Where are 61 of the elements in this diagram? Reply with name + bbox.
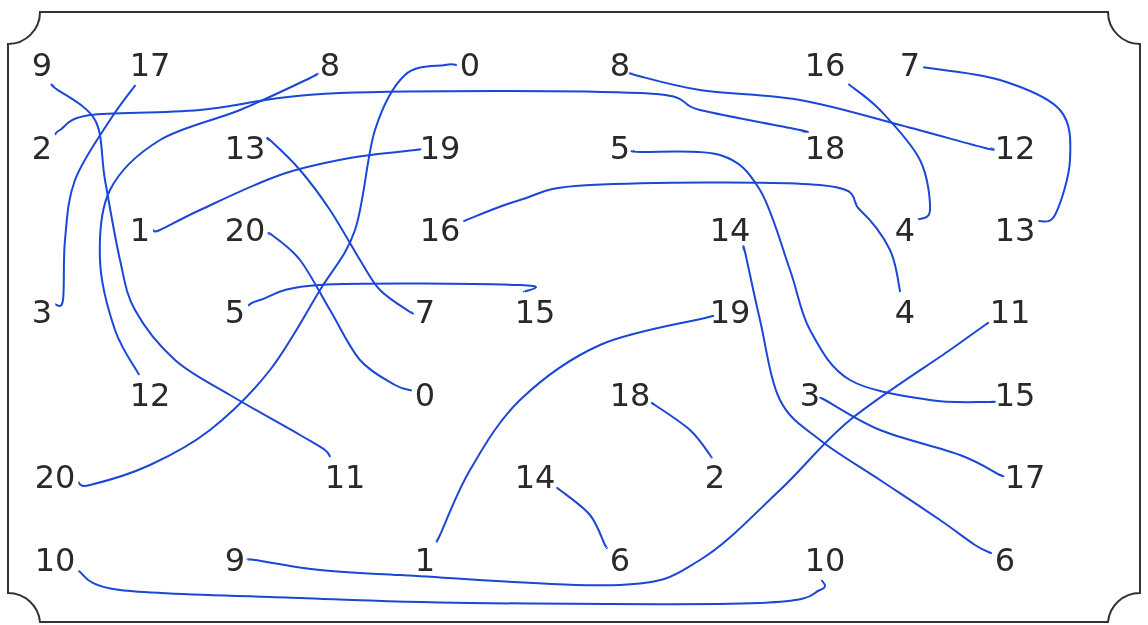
number-label: 6 bbox=[993, 542, 1017, 578]
number-label: 12 bbox=[993, 130, 1037, 166]
number-label: 7 bbox=[898, 47, 922, 83]
number-label: 17 bbox=[128, 47, 172, 83]
connector-line bbox=[267, 231, 413, 392]
number-label: 15 bbox=[993, 377, 1037, 413]
number-label: 8 bbox=[318, 47, 342, 83]
connector-line bbox=[630, 149, 996, 404]
number-label: 0 bbox=[413, 377, 437, 413]
connector-line bbox=[247, 282, 537, 307]
number-label: 2 bbox=[30, 130, 54, 166]
number-label: 13 bbox=[993, 212, 1037, 248]
number-label: 8 bbox=[608, 47, 632, 83]
number-label: 18 bbox=[608, 377, 652, 413]
number-label: 13 bbox=[223, 130, 267, 166]
connector-line bbox=[50, 83, 332, 458]
number-label: 17 bbox=[1003, 459, 1047, 495]
connector-line bbox=[435, 314, 715, 543]
number-label: 6 bbox=[608, 542, 632, 578]
number-label: 14 bbox=[708, 212, 752, 248]
number-label: 5 bbox=[223, 294, 247, 330]
number-label: 11 bbox=[323, 459, 367, 495]
connector-line bbox=[742, 245, 993, 555]
number-label: 2 bbox=[703, 459, 727, 495]
number-label: 20 bbox=[33, 459, 77, 495]
number-label: 10 bbox=[33, 542, 77, 578]
number-label: 16 bbox=[418, 212, 462, 248]
connector-line bbox=[922, 66, 1072, 223]
connector-line bbox=[266, 136, 414, 315]
number-label: 16 bbox=[803, 47, 847, 83]
connector-line bbox=[462, 181, 902, 293]
number-label: 11 bbox=[988, 294, 1032, 330]
connector-line bbox=[98, 72, 319, 376]
number-label: 0 bbox=[458, 47, 482, 83]
connector-line bbox=[819, 396, 1005, 478]
connector-line bbox=[54, 84, 137, 307]
number-label: 3 bbox=[798, 377, 822, 413]
number-label: 20 bbox=[223, 212, 267, 248]
connector-line bbox=[650, 401, 713, 459]
number-label: 19 bbox=[708, 294, 752, 330]
connector-line bbox=[54, 89, 809, 136]
number-label: 15 bbox=[513, 294, 557, 330]
number-label: 5 bbox=[608, 130, 632, 166]
number-label: 14 bbox=[513, 459, 557, 495]
number-label: 9 bbox=[30, 47, 54, 83]
connector-line bbox=[246, 321, 990, 587]
connector-line bbox=[628, 72, 995, 151]
number-label: 9 bbox=[223, 542, 247, 578]
number-label: 10 bbox=[803, 542, 847, 578]
number-label: 7 bbox=[413, 294, 437, 330]
number-label: 18 bbox=[803, 130, 847, 166]
connector-line bbox=[77, 63, 458, 487]
number-label: 1 bbox=[413, 542, 437, 578]
number-label: 12 bbox=[128, 377, 172, 413]
number-label: 19 bbox=[418, 130, 462, 166]
number-label: 4 bbox=[893, 294, 917, 330]
number-label: 3 bbox=[30, 294, 54, 330]
connector-line bbox=[556, 486, 608, 549]
number-label: 1 bbox=[128, 212, 152, 248]
number-label: 4 bbox=[893, 212, 917, 248]
connector-line bbox=[152, 148, 422, 233]
